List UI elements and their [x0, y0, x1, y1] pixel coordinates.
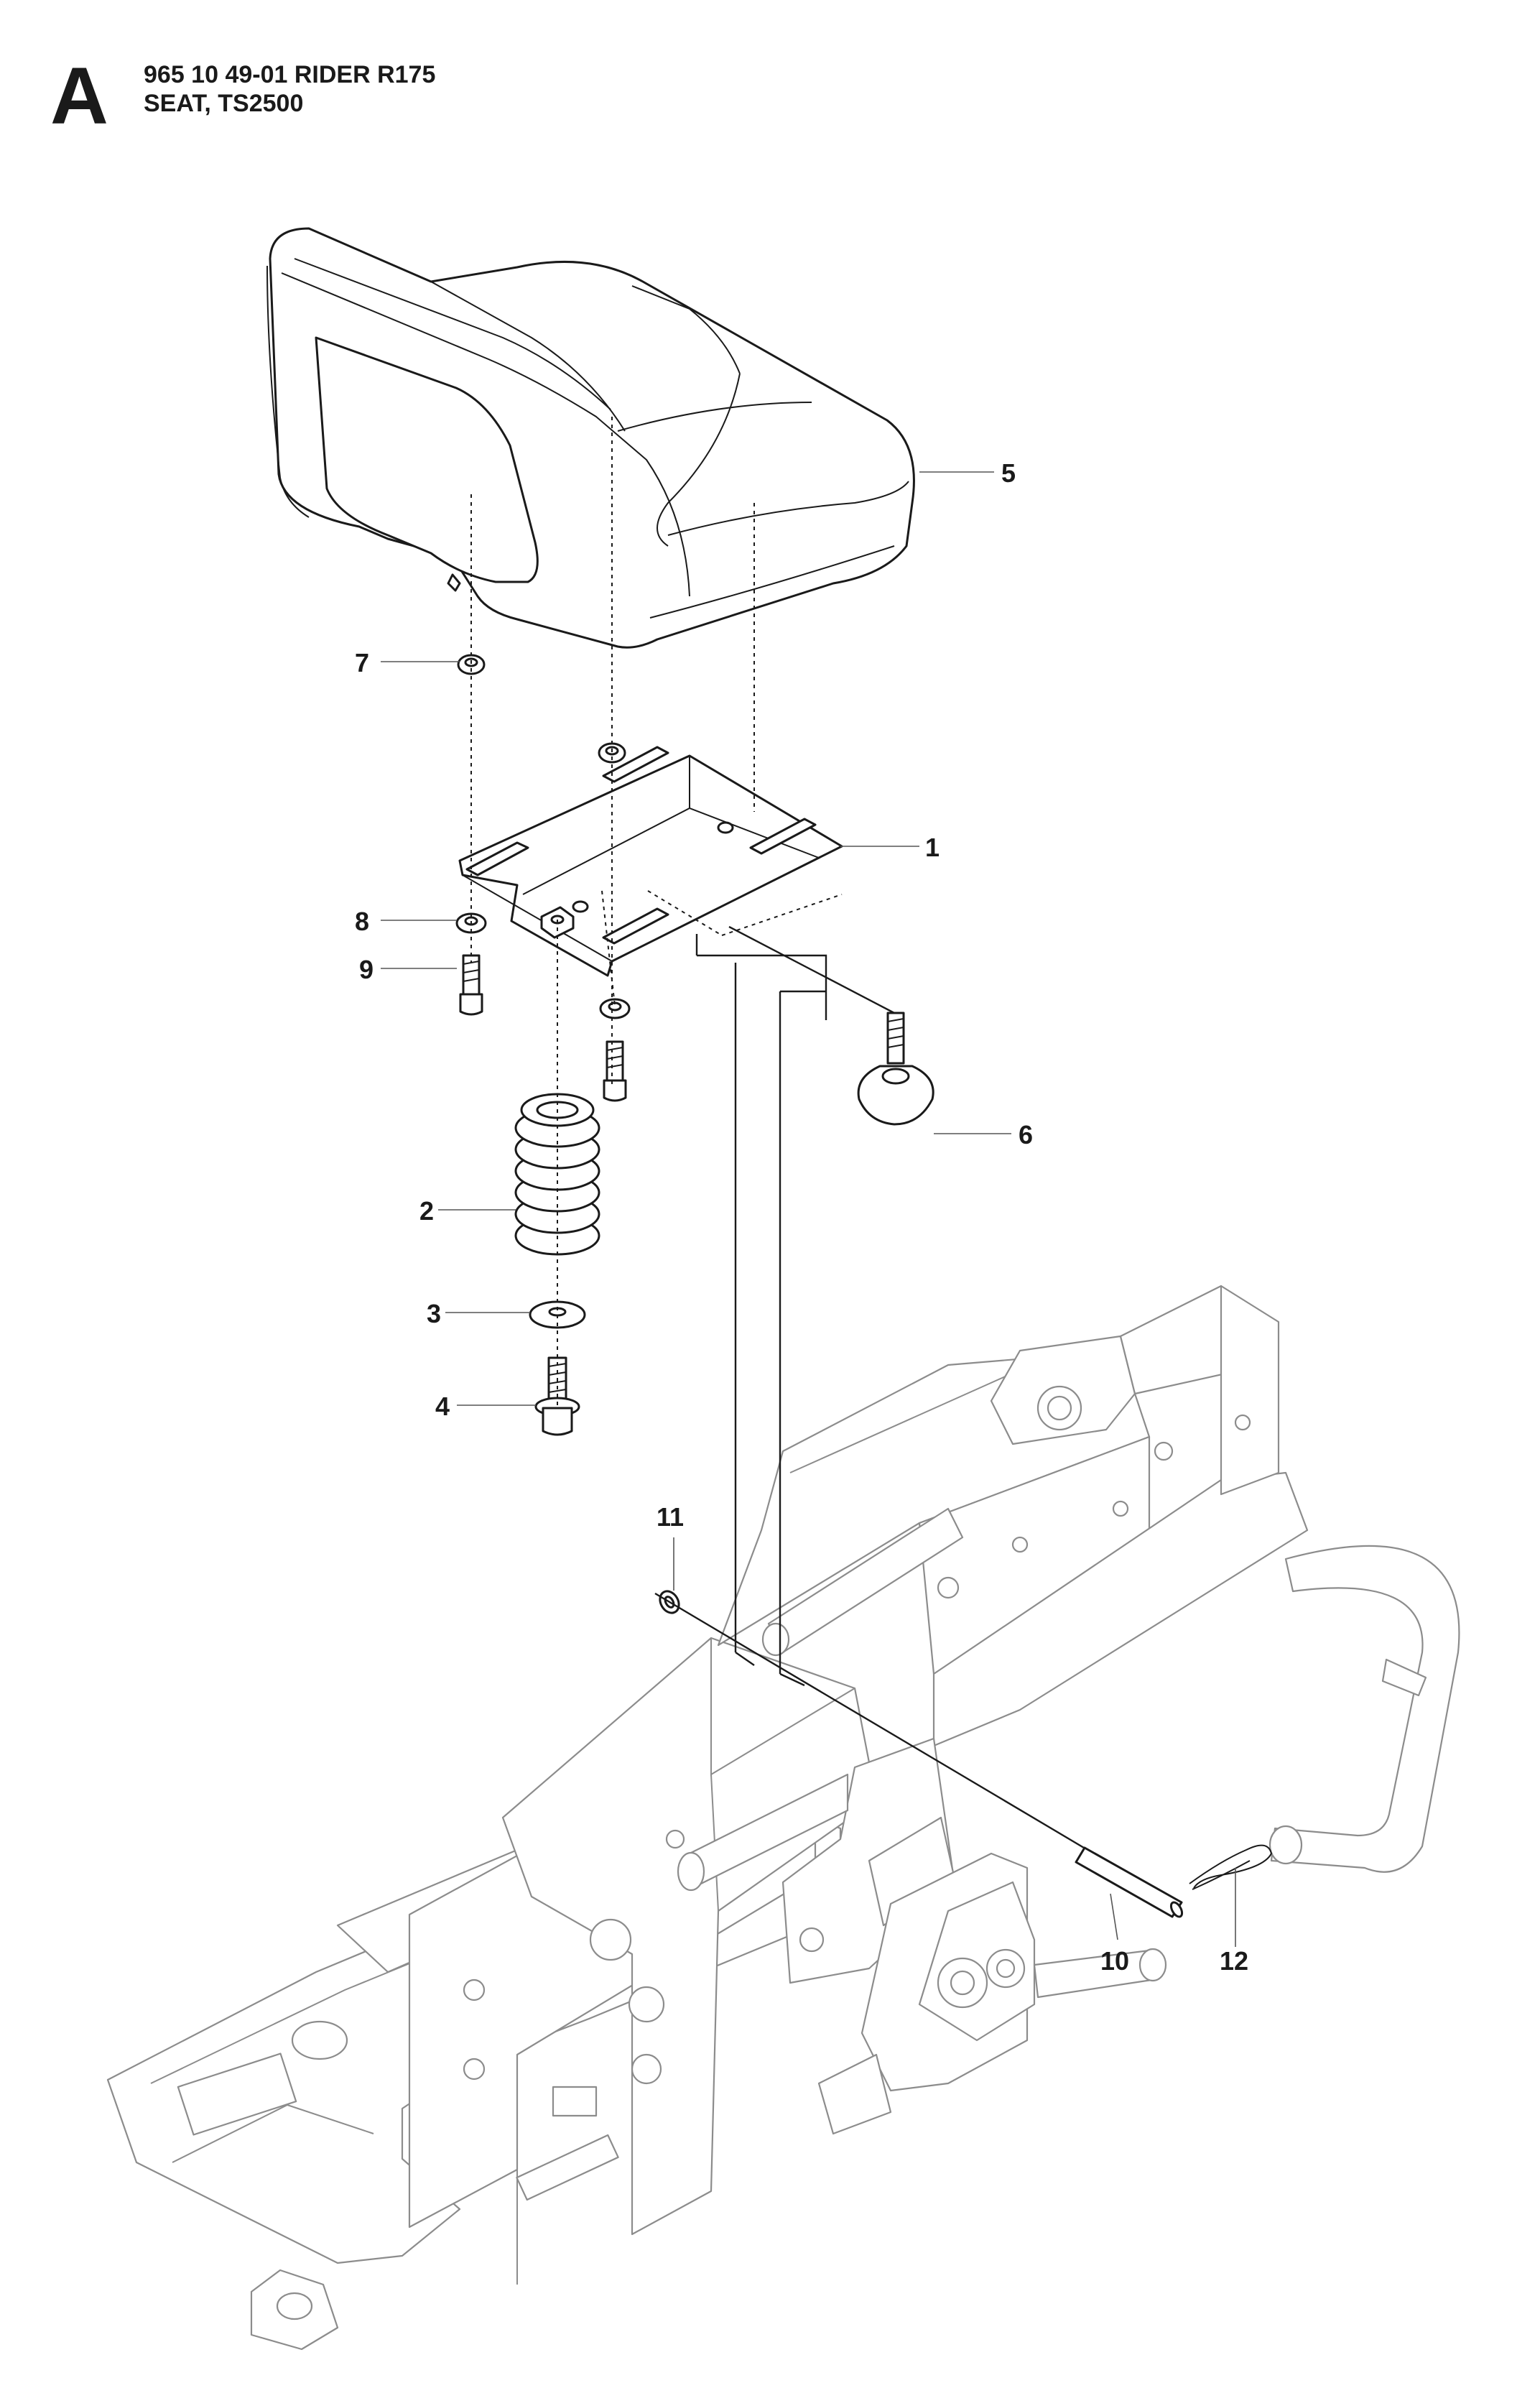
- callout-5: 5: [1001, 458, 1016, 488]
- callout-9: 9: [359, 955, 374, 984]
- callout-11: 11: [657, 1502, 684, 1532]
- assembly-axis-lines: [470, 417, 843, 1408]
- seat-plate-part-1: [458, 746, 843, 977]
- callout-12: 12: [1220, 1946, 1248, 1976]
- hairpin-clip-part-12: [1189, 1844, 1273, 1890]
- callout-7: 7: [355, 648, 369, 677]
- callout-6: 6: [1019, 1120, 1033, 1149]
- callout-leader-lines: [381, 471, 1236, 1947]
- bolt-part-9: [459, 954, 483, 1016]
- title-assembly-name: SEAT, TS2500: [144, 90, 304, 117]
- mower-chassis-frame: [106, 1285, 1460, 2351]
- section-letter: A: [50, 51, 108, 141]
- callout-1: 1: [925, 833, 940, 862]
- alignment-guide-lines: [695, 925, 895, 1687]
- callout-10: 10: [1100, 1946, 1129, 1976]
- callout-4: 4: [435, 1392, 450, 1421]
- diagram-title: 965 10 49-01 RIDER R175 SEAT, TS2500: [144, 60, 790, 118]
- callout-3: 3: [427, 1299, 441, 1328]
- adjuster-knob-part-6: [857, 1012, 934, 1126]
- callout-labels: 1 2 3 4 5 6 7 8 9 10 11 12: [355, 458, 1248, 1976]
- callout-2: 2: [419, 1196, 434, 1226]
- callout-8: 8: [355, 907, 369, 936]
- title-part-number: 965 10 49-01 RIDER R175: [144, 61, 436, 88]
- seat-cushion-part-5: [266, 227, 915, 649]
- washer-bolt-right: [599, 998, 631, 1102]
